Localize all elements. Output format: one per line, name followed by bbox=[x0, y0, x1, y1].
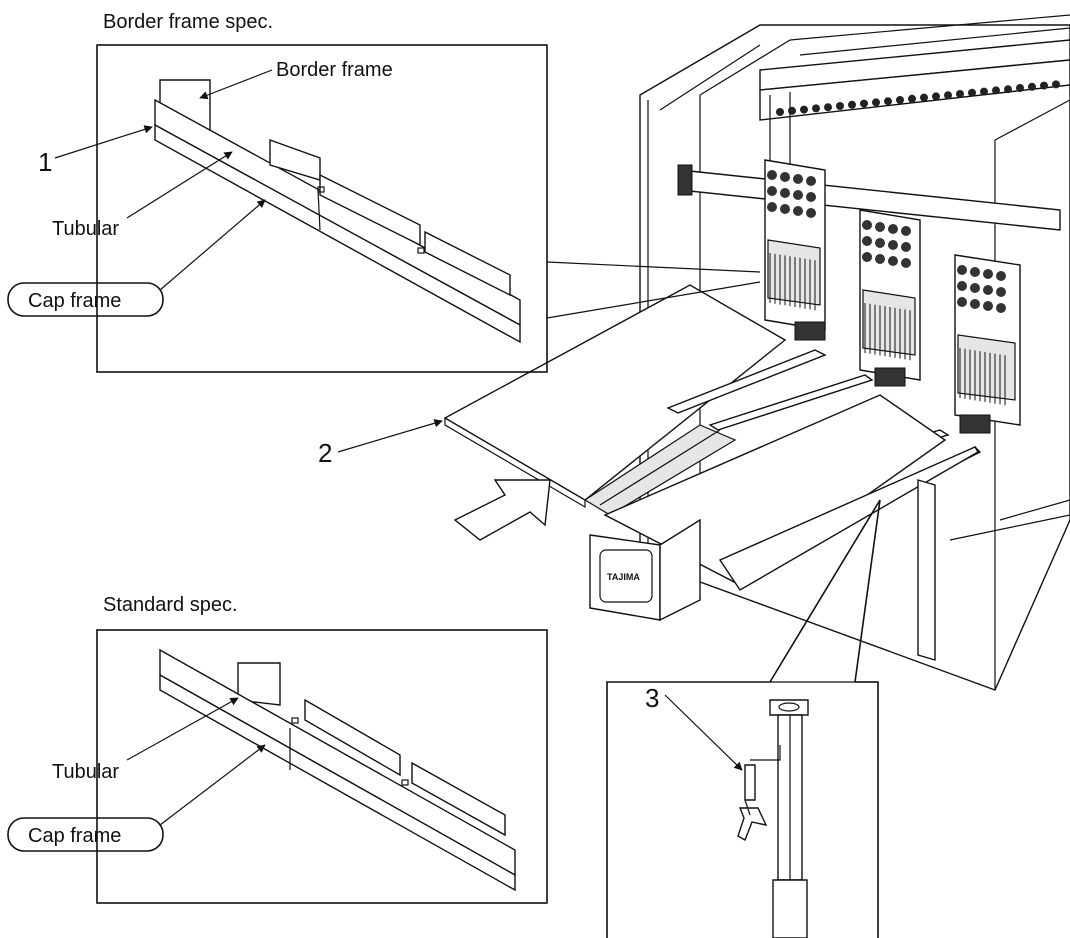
tension-knob bbox=[780, 188, 790, 198]
cap-frame-leader-bottom bbox=[159, 744, 266, 826]
thread-spool bbox=[896, 96, 904, 104]
tension-knob bbox=[780, 172, 790, 182]
tension-knob bbox=[767, 170, 777, 180]
tension-knob bbox=[983, 301, 993, 311]
tension-knob bbox=[970, 267, 980, 277]
inset-callout-line bbox=[546, 281, 761, 319]
tension-knob bbox=[970, 299, 980, 309]
tension-knob bbox=[806, 208, 816, 218]
standard-frame-assembly bbox=[159, 648, 516, 892]
callout-1-leader bbox=[54, 125, 153, 159]
thread-spool bbox=[992, 86, 1000, 95]
tension-knob bbox=[875, 222, 885, 232]
embroidery-head bbox=[954, 254, 1021, 434]
thread-spool bbox=[872, 98, 880, 107]
border-frame-assembly bbox=[154, 79, 521, 344]
tension-knob bbox=[957, 297, 967, 307]
thread-spool bbox=[920, 93, 928, 102]
tension-knob bbox=[767, 202, 777, 212]
tension-knob bbox=[957, 265, 967, 275]
tension-knob bbox=[996, 287, 1006, 297]
border-spec-inset bbox=[96, 44, 548, 373]
thread-spool bbox=[836, 102, 844, 110]
inset-callout-line bbox=[546, 261, 761, 273]
thread-spool bbox=[788, 106, 796, 115]
tension-knob bbox=[983, 285, 993, 295]
thread-spool bbox=[884, 97, 892, 106]
embroidery-head bbox=[859, 209, 921, 387]
thread-spool bbox=[1028, 82, 1036, 91]
tension-knob bbox=[806, 192, 816, 202]
embroidery-head bbox=[764, 159, 826, 341]
thread-spool bbox=[956, 90, 964, 98]
tension-knob bbox=[780, 204, 790, 214]
callout-3-leader bbox=[664, 694, 743, 771]
callout-2: 2 bbox=[318, 438, 332, 468]
thread-spool bbox=[848, 100, 856, 109]
tension-knob bbox=[996, 303, 1006, 313]
leg-detail-inset bbox=[606, 499, 881, 938]
thread-spool bbox=[968, 88, 976, 97]
thread-rack bbox=[759, 14, 1070, 300]
tension-knob bbox=[767, 186, 777, 196]
thread-spool bbox=[908, 94, 916, 103]
cap-frame-table: TAJIMA bbox=[443, 284, 982, 661]
cap-frame-badge-top bbox=[7, 282, 164, 317]
tension-knob bbox=[862, 252, 872, 262]
thread-spool bbox=[824, 103, 832, 112]
thread-spool bbox=[944, 91, 952, 100]
thread-spool bbox=[776, 108, 784, 116]
tension-knob bbox=[793, 174, 803, 184]
callout-3: 3 bbox=[645, 683, 659, 713]
tubular-leader-bottom bbox=[126, 697, 239, 761]
thread-spool bbox=[800, 105, 808, 114]
insert-direction-arrow bbox=[453, 479, 551, 541]
tension-knob bbox=[875, 238, 885, 248]
thread-spool bbox=[1004, 85, 1012, 94]
thread-spool bbox=[860, 99, 868, 108]
tension-knob bbox=[888, 224, 898, 234]
brand-label: TAJIMA bbox=[607, 572, 640, 582]
border-section-title: Border frame spec. bbox=[103, 11, 273, 33]
callout-1: 1 bbox=[38, 147, 52, 177]
tension-knob bbox=[806, 176, 816, 186]
tension-knob bbox=[996, 271, 1006, 281]
callout-2-leader bbox=[337, 419, 443, 453]
tension-knob bbox=[901, 258, 911, 268]
tension-knob bbox=[970, 283, 980, 293]
thread-spool bbox=[932, 92, 940, 101]
thread-spool bbox=[812, 104, 820, 113]
cap-frame-label-top: Cap frame bbox=[28, 290, 121, 312]
border-frame-label: Border frame bbox=[276, 59, 393, 81]
tension-knob bbox=[957, 281, 967, 291]
tension-knob bbox=[793, 190, 803, 200]
cap-frame-badge-bottom bbox=[7, 817, 164, 852]
standard-section-title: Standard spec. bbox=[103, 594, 238, 616]
tension-knob bbox=[793, 206, 803, 216]
thread-spool bbox=[1040, 81, 1048, 90]
cap-frame-leader-top bbox=[159, 199, 266, 291]
thread-spool bbox=[980, 87, 988, 96]
thread-spool bbox=[1052, 80, 1060, 89]
tubular-label-top: Tubular bbox=[52, 218, 119, 240]
tension-knob bbox=[901, 242, 911, 252]
thread-spool bbox=[1016, 84, 1024, 92]
tension-knob bbox=[862, 220, 872, 230]
tubular-label-bottom: Tubular bbox=[52, 761, 119, 783]
tension-knob bbox=[888, 240, 898, 250]
tension-knob bbox=[862, 236, 872, 246]
tension-knob bbox=[875, 254, 885, 264]
tension-knob bbox=[888, 256, 898, 266]
tension-knob bbox=[983, 269, 993, 279]
tubular-leader-top bbox=[126, 151, 233, 219]
tension-knob bbox=[901, 226, 911, 236]
cap-frame-label-bottom: Cap frame bbox=[28, 825, 121, 847]
brand-box: TAJIMA bbox=[589, 518, 701, 622]
standard-spec-inset bbox=[96, 629, 548, 904]
border-frame-leader bbox=[199, 69, 273, 100]
